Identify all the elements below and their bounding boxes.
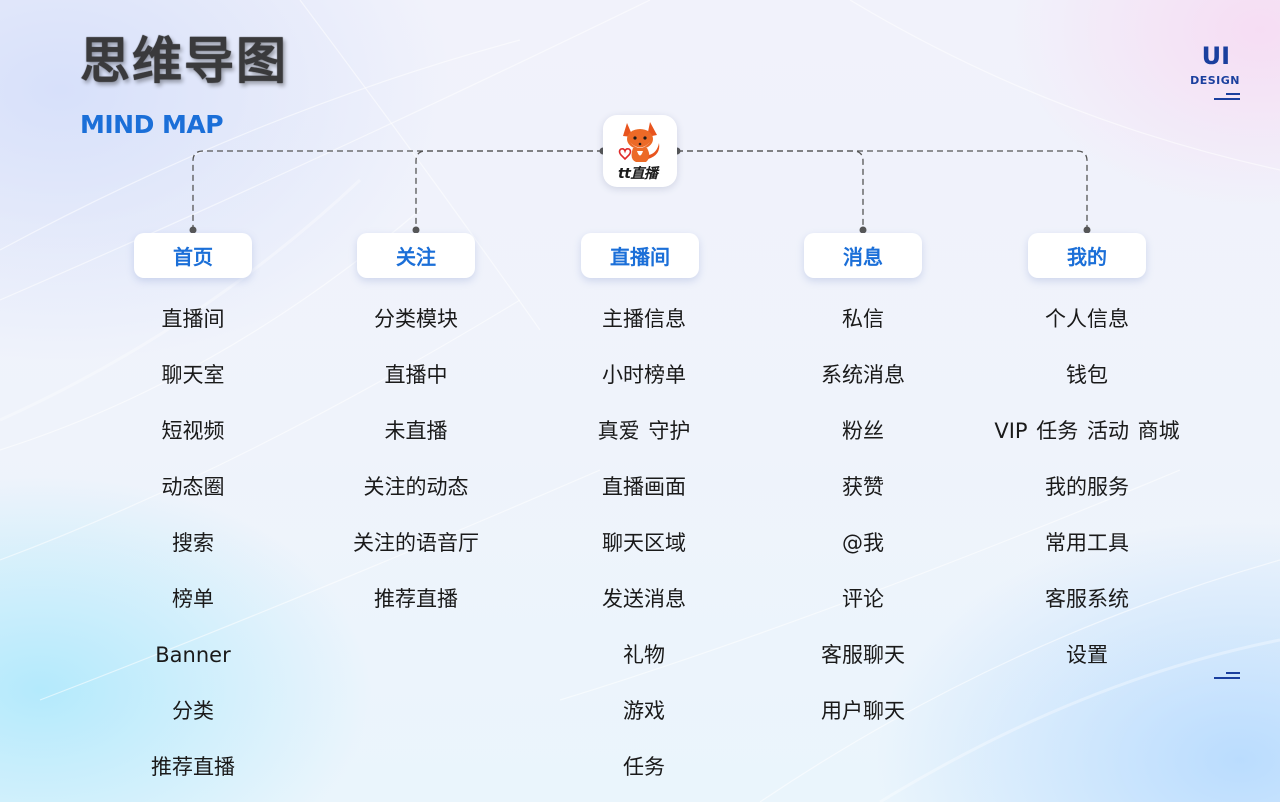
list-item: 推荐直播	[151, 755, 235, 779]
list-item: 用户聊天	[821, 699, 905, 723]
ui-design-mark: UI DESIGN	[1180, 44, 1240, 103]
list-item: 客服聊天	[821, 643, 905, 667]
list-item: 聊天区域	[602, 531, 686, 555]
list-item: 礼物	[623, 643, 665, 667]
logo-text: tt直播	[618, 166, 658, 182]
branch-header-follow: 关注	[357, 233, 475, 278]
branch-list-messages: 私信 系统消息 粉丝 获赞 @我 评论 客服聊天 用户聊天	[743, 291, 983, 739]
list-item: 推荐直播	[374, 587, 458, 611]
double-dash-icon	[1180, 93, 1240, 103]
list-item: 钱包	[1066, 363, 1108, 387]
list-item: 动态圈	[161, 475, 225, 499]
double-dash-icon	[1210, 672, 1240, 682]
branch-list-home: 直播间 聊天室 短视频 动态圈 搜索 榜单 Banner 分类 推荐直播	[73, 291, 313, 795]
list-item: 粉丝	[842, 419, 884, 443]
list-item: 搜索	[172, 531, 214, 555]
list-item: 榜单	[172, 587, 214, 611]
connector-mine	[677, 150, 1088, 229]
list-item: 设置	[1066, 643, 1108, 667]
list-item: 我的服务	[1045, 475, 1129, 499]
page-title: 思维导图	[80, 32, 288, 90]
connector-end-follow	[412, 226, 420, 234]
list-item: VIP 任务 活动 商城	[994, 419, 1180, 443]
list-item: 分类	[172, 699, 214, 723]
list-item: 未直播	[384, 419, 448, 443]
design-mark-text: DESIGN	[1190, 74, 1240, 87]
list-item: 评论	[842, 587, 884, 611]
branch-list-mine: 个人信息 钱包 VIP 任务 活动 商城 我的服务 常用工具 客服系统 设置	[967, 291, 1207, 683]
branch-header-mine: 我的	[1028, 233, 1146, 278]
list-item: 分类模块	[374, 307, 458, 331]
list-item: Banner	[155, 643, 231, 667]
list-item: 主播信息	[602, 307, 686, 331]
list-item: 直播间	[161, 307, 225, 331]
branch-header-home: 首页	[134, 233, 252, 278]
app-logo: tt直播	[603, 115, 677, 187]
connector-home	[192, 150, 603, 229]
connector-follow	[415, 150, 603, 229]
list-item: 私信	[842, 307, 884, 331]
list-item: @我	[842, 531, 884, 555]
page-subtitle: MIND MAP	[80, 110, 224, 139]
list-item: 发送消息	[602, 587, 686, 611]
list-item: 关注的语音厅	[353, 531, 479, 555]
list-item: 小时榜单	[602, 363, 686, 387]
list-item: 客服系统	[1045, 587, 1129, 611]
connector-end-home	[189, 226, 197, 234]
list-item: 真爱 守护	[597, 419, 691, 443]
fox-mascot-icon	[618, 122, 660, 162]
connector-end-messages	[859, 226, 867, 234]
list-item: 常用工具	[1045, 531, 1129, 555]
branch-header-messages: 消息	[804, 233, 922, 278]
list-item: 直播画面	[602, 475, 686, 499]
list-item: 获赞	[842, 475, 884, 499]
branch-list-follow: 分类模块 直播中 未直播 关注的动态 关注的语音厅 推荐直播	[296, 291, 536, 627]
connector-end-mine	[1083, 226, 1091, 234]
connector-messages	[677, 150, 864, 229]
list-item: 直播中	[384, 363, 448, 387]
list-item: 短视频	[161, 419, 225, 443]
list-item: 个人信息	[1045, 307, 1129, 331]
list-item: 系统消息	[821, 363, 905, 387]
branch-list-live-room: 主播信息 小时榜单 真爱 守护 直播画面 聊天区域 发送消息 礼物 游戏 任务	[524, 291, 764, 795]
list-item: 聊天室	[161, 363, 225, 387]
branch-header-live-room: 直播间	[581, 233, 699, 278]
list-item: 关注的动态	[363, 475, 469, 499]
list-item: 任务	[623, 755, 665, 779]
ui-mark-text: UI	[1201, 42, 1230, 70]
list-item: 游戏	[623, 699, 665, 723]
